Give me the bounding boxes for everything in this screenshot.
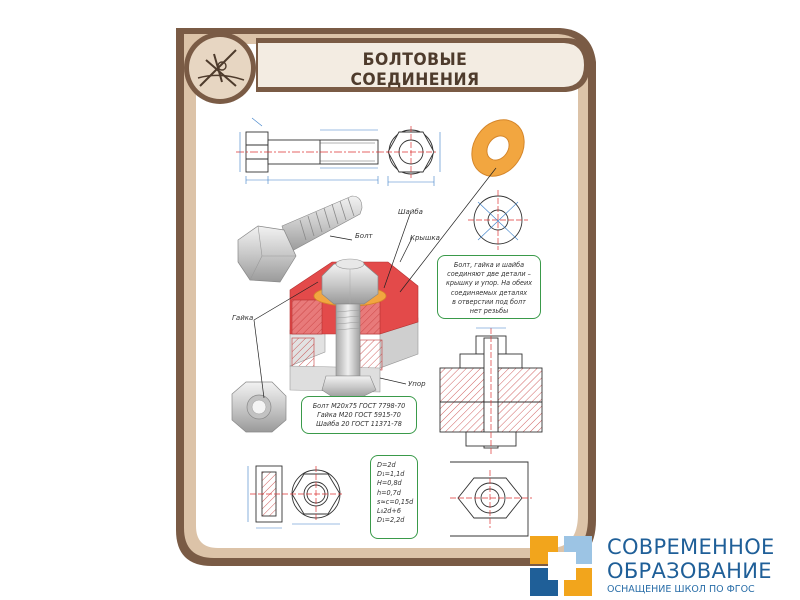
note-line: нет резьбы <box>469 306 509 316</box>
note-standards: Болт М20х75 ГОСТ 7798-70 Гайка М20 ГОСТ … <box>301 396 417 434</box>
bolt-3d-icon <box>237 195 363 283</box>
note-line: Шайба 20 ГОСТ 11371-78 <box>316 419 402 429</box>
note-assembly: Болт, гайка и шайба соединяют две детали… <box>437 255 541 319</box>
bolt-front-drawing <box>236 117 386 184</box>
brand-tagline: ОСНАЩЕНИЕ ШКОЛ ПО ФГОС <box>607 584 755 595</box>
title-banner <box>256 38 590 92</box>
nut-3d-icon <box>231 381 287 433</box>
formula-line: D=2d <box>377 460 396 469</box>
washer-3d-icon <box>471 119 525 177</box>
nut-top-view <box>290 466 342 525</box>
label-bolt: Болт <box>355 232 373 240</box>
note-line: соединяют две детали – <box>447 269 531 279</box>
brand-name-line2: ОБРАЗОВАНИЕ <box>607 559 772 583</box>
formula-line: h=0,7d <box>377 487 401 497</box>
label-cover: Крышка <box>410 234 440 242</box>
leader-lines <box>253 167 497 399</box>
bolt-head-top-view <box>386 126 441 186</box>
note-line: крышку и упор. На обеих <box>445 278 533 288</box>
note-line: в отверстии под болт <box>452 296 526 306</box>
label-washer: Шайба <box>398 208 423 216</box>
note-line: Болт, гайка и шайба <box>453 260 525 269</box>
joint-top-view <box>450 461 532 537</box>
note-line: соединяемых деталях <box>450 287 528 297</box>
note-line: Гайка М20 ГОСТ 5915-70 <box>317 410 401 420</box>
note-line: Болт М20х75 ГОСТ 7798-70 <box>312 401 406 410</box>
joint-section-drawing <box>439 327 543 454</box>
label-nut: Гайка <box>232 314 254 322</box>
emblem-compass-icon <box>184 32 256 104</box>
formula-line: s≈c=0,15d <box>377 496 414 506</box>
assembly-section-3d <box>289 258 419 399</box>
brand-name-line1: СОВРЕМЕННОЕ <box>607 535 775 559</box>
formula-line: L₀2d+6 <box>377 506 401 516</box>
note-formulas: D=2d D₁=1,1d H=0,8d h=0,7d s≈c=0,15d L₀2… <box>370 455 418 539</box>
label-stop: Упор <box>408 380 426 388</box>
brand-logo-icon <box>530 536 592 596</box>
washer-drawing <box>468 190 528 250</box>
formula-line: H=0,8d <box>377 478 402 488</box>
formula-line: D₁=1,1d <box>377 469 405 479</box>
nut-front-drawing <box>247 465 288 529</box>
page-title: БОЛТОВЫЕ СОЕДИНЕНИЯ <box>350 50 480 90</box>
formula-line: D₁=2,2d <box>377 515 405 525</box>
